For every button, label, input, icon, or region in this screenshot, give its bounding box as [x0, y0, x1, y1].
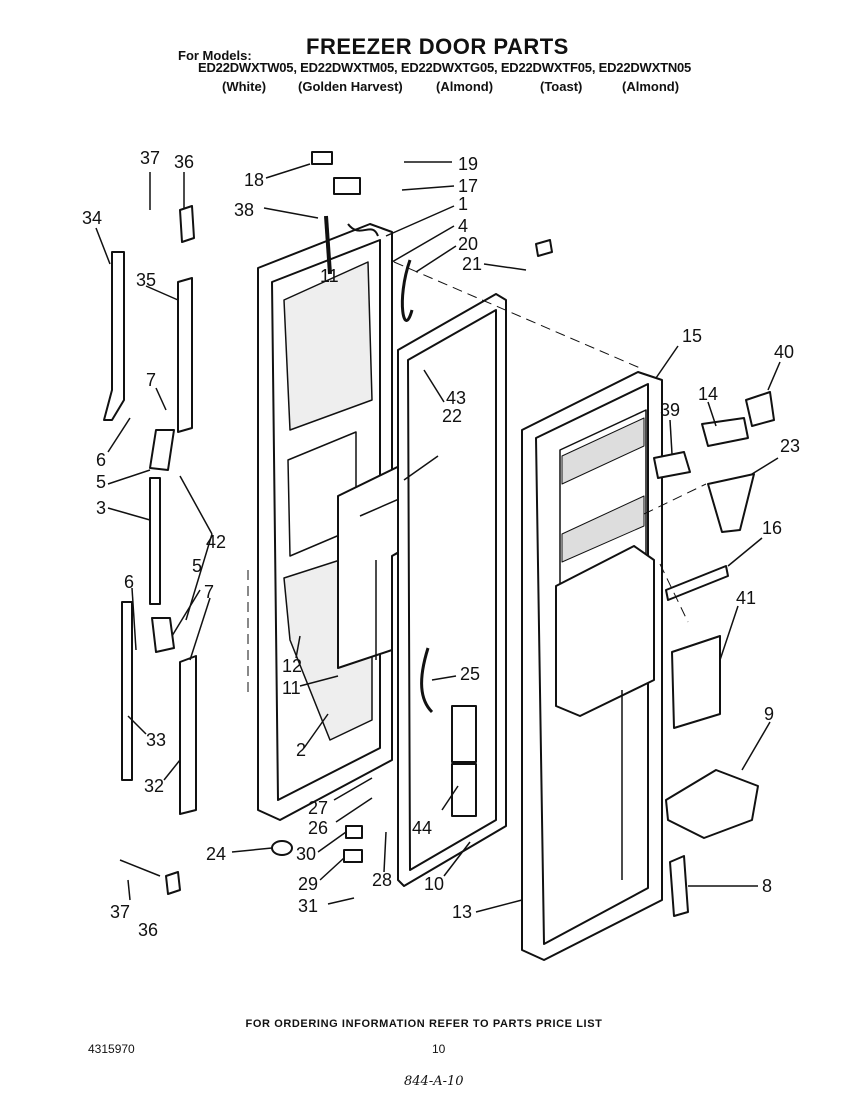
page-number: 10	[432, 1042, 446, 1056]
callout-16: 16	[762, 518, 782, 538]
callout-44: 44	[412, 818, 432, 838]
callout-9: 9	[764, 704, 774, 724]
callout-numbers: 37 36 34 35 7 6 5 3 42 6 5 7 33 32 37 36…	[82, 148, 800, 940]
callout-13: 13	[452, 902, 472, 922]
parts-drawing	[103, 151, 775, 961]
callout-28: 28	[372, 870, 392, 890]
callout-37-upper: 37	[140, 148, 160, 168]
callout-18: 18	[244, 170, 264, 190]
callout-26: 26	[308, 818, 328, 838]
callout-6-lower: 6	[124, 572, 134, 592]
model-color-almond: (Almond)	[436, 79, 494, 94]
callout-17: 17	[458, 176, 478, 196]
callout-34: 34	[82, 208, 102, 228]
callout-14: 14	[698, 384, 718, 404]
callout-36-lower: 36	[138, 920, 158, 940]
callout-43: 43	[446, 388, 466, 408]
model-color-toast: (Toast)	[540, 79, 583, 94]
callout-23: 23	[780, 436, 800, 456]
model-color-almond-2: (Almond)	[622, 79, 680, 94]
callout-27: 27	[308, 798, 328, 818]
callout-39: 39	[660, 400, 680, 420]
model-color-white: (White)	[222, 79, 267, 94]
callout-40: 40	[774, 342, 794, 362]
assembly-lines	[247, 261, 707, 698]
callout-4: 4	[458, 216, 468, 236]
callout-8: 8	[762, 876, 772, 896]
callout-7-upper: 7	[146, 370, 156, 390]
callout-11-lower: 11	[282, 678, 301, 698]
ordering-info-note: FOR ORDERING INFORMATION REFER TO PARTS …	[245, 1018, 603, 1030]
callout-3: 3	[96, 498, 106, 518]
callout-30: 30	[296, 844, 316, 864]
callout-2: 2	[296, 740, 306, 760]
callout-21: 21	[462, 254, 482, 274]
callout-38: 38	[234, 200, 254, 220]
callout-29: 29	[298, 874, 318, 894]
callout-33: 33	[146, 730, 166, 750]
callout-6-upper: 6	[96, 450, 106, 470]
callout-35: 35	[136, 270, 156, 290]
callout-41: 41	[736, 588, 756, 608]
callout-20: 20	[458, 234, 478, 254]
callout-11-upper: 11	[320, 266, 339, 286]
model-numbers: ED22DWXTW05, ED22DWXTM05, ED22DWXTG05, E…	[198, 60, 692, 75]
callout-37-lower: 37	[110, 902, 130, 922]
callout-36-upper: 36	[174, 152, 194, 172]
callout-42: 42	[206, 532, 226, 552]
callout-25: 25	[460, 664, 480, 684]
leader-lines	[95, 161, 781, 913]
model-color-golden-harvest: (Golden Harvest)	[298, 79, 403, 94]
document-number: 4315970	[88, 1042, 135, 1056]
page-title: FREEZER DOOR PARTS	[306, 34, 569, 59]
callout-19: 19	[458, 154, 478, 174]
callout-5-upper: 5	[96, 472, 106, 492]
callout-1: 1	[458, 194, 468, 214]
callout-22: 22	[442, 406, 462, 426]
for-models-label: For Models:	[178, 48, 252, 63]
callout-5-lower: 5	[192, 556, 202, 576]
callout-24: 24	[206, 844, 226, 864]
callout-10: 10	[424, 874, 444, 894]
callout-7-lower: 7	[204, 582, 214, 602]
callout-12: 12	[282, 656, 302, 676]
callout-31: 31	[298, 896, 318, 916]
callout-15: 15	[682, 326, 702, 346]
handwritten-code: 844-A-10	[404, 1074, 464, 1089]
callout-32: 32	[144, 776, 164, 796]
